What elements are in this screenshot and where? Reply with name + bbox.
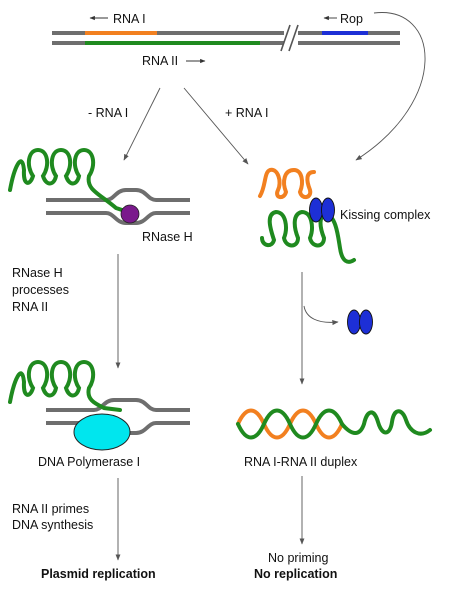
no-replication-label: No replication	[254, 567, 337, 581]
dna-polymerase-enzyme	[73, 413, 131, 451]
rnase-h-complex	[8, 147, 190, 225]
rop-label: Rop	[340, 12, 363, 26]
rna-ii-hairpins-bound	[260, 209, 356, 264]
minus-rna-i-arrow	[123, 87, 161, 161]
duplex-label: RNA I-RNA II duplex	[244, 455, 358, 469]
dna-bubble-bottom	[46, 211, 190, 225]
rop-release-arrow	[303, 305, 339, 326]
released-rop	[347, 309, 373, 335]
rnase-h-label: RNase H	[142, 230, 193, 244]
rna-ii-hairpins	[8, 147, 130, 214]
released-rop-left	[347, 309, 361, 335]
rna-i-label: RNA I	[113, 12, 146, 26]
rop-protein-left	[309, 197, 323, 223]
kissing-complex-label: Kissing complex	[340, 208, 431, 222]
duplex-rna-ii-strand	[236, 408, 432, 440]
plasmid-replication-label: Plasmid replication	[41, 567, 156, 581]
break-mark-2	[288, 24, 299, 52]
rop-pathway-arrow	[355, 12, 426, 161]
rnase-h-enzyme	[120, 204, 140, 224]
primes-line1: RNA II primes	[12, 502, 89, 516]
rnase-h-step-line1: RNase H	[12, 266, 63, 280]
plus-rna-i-label: + RNA I	[225, 106, 268, 120]
kissing-complex	[258, 167, 356, 264]
plasmid-dna	[52, 24, 400, 52]
rnase-h-step-line3: RNA II	[12, 300, 48, 314]
minus-rna-i-label: - RNA I	[88, 106, 128, 120]
rna-duplex	[236, 408, 432, 440]
dna-bubble-top	[46, 188, 190, 202]
rna-ii-primer	[8, 359, 122, 412]
primes-line2: DNA synthesis	[12, 518, 93, 532]
rna-i-hairpins	[258, 167, 316, 199]
no-priming-label: No priming	[268, 551, 328, 565]
rna-ii-label: RNA II	[142, 54, 178, 68]
rop-protein-right	[321, 197, 335, 223]
dna-bubble-top-2	[46, 398, 190, 412]
rnase-h-step-line2: processes	[12, 283, 69, 297]
dna-polymerase-label: DNA Polymerase I	[38, 455, 140, 469]
dna-polymerase-complex	[8, 359, 190, 451]
plus-rna-i-arrow	[183, 87, 249, 165]
released-rop-right	[359, 309, 373, 335]
break-mark-1	[280, 24, 291, 52]
